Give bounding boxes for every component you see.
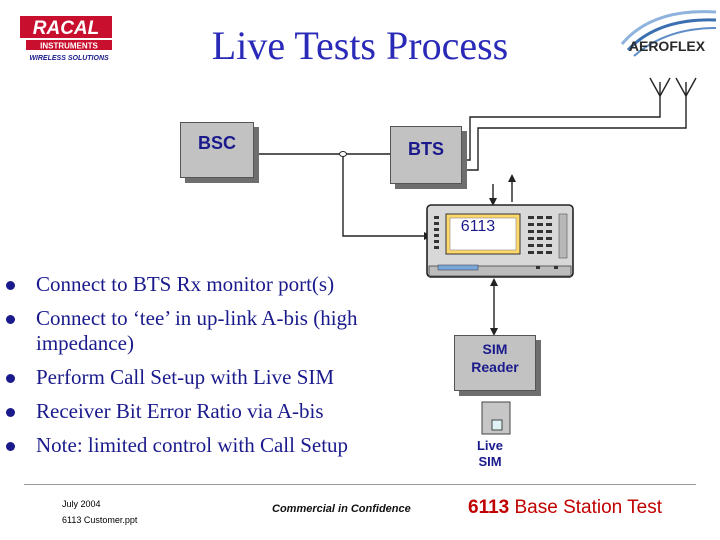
bsc-label: BSC bbox=[197, 133, 236, 153]
bts-antenna-line-2 bbox=[460, 96, 687, 171]
bullet-text: Perform Call Set-up with Live SIM bbox=[36, 365, 335, 389]
bullet-item: Connect to BTS Rx monitor port(s) bbox=[6, 272, 426, 297]
arrowhead-sim-down bbox=[490, 328, 498, 336]
footer-date: July 2004 bbox=[62, 499, 101, 509]
bullet-dot-icon bbox=[6, 374, 15, 383]
live-sim-card-icon bbox=[481, 401, 511, 435]
sim-reader-box: SIM Reader bbox=[454, 335, 536, 391]
bullet-item: Receiver Bit Error Ratio via A-bis bbox=[6, 399, 426, 424]
footer-file: 6113 Customer.ppt bbox=[62, 515, 138, 525]
footer-divider bbox=[24, 484, 696, 485]
antenna-icons bbox=[649, 77, 697, 98]
aeroflex-logo: AEROFLEX bbox=[620, 10, 717, 57]
footer-product-number: 6113 bbox=[468, 497, 510, 518]
arrowhead-sim-up bbox=[490, 278, 498, 286]
footer-confidential: Commercial in Confidence bbox=[272, 503, 411, 515]
tee-marker bbox=[339, 151, 347, 157]
footer-product-name: Base Station Test bbox=[509, 497, 663, 518]
sim-reader-line-2: Reader bbox=[471, 359, 519, 375]
bts-label: BTS bbox=[408, 139, 444, 159]
tee-line bbox=[342, 154, 424, 237]
live-sim-label: Live SIM bbox=[472, 438, 508, 470]
footer-meta: July 2004 6113 Customer.ppt bbox=[62, 496, 137, 528]
test-set-6113 bbox=[426, 204, 574, 278]
footer-product-title: 6113 Base Station Test bbox=[468, 497, 662, 519]
bullet-item: Note: limited control with Call Setup bbox=[6, 433, 426, 458]
arrowhead-bts bbox=[489, 198, 497, 206]
keypad-icon bbox=[434, 216, 552, 254]
bullet-text: Note: limited control with Call Setup bbox=[36, 433, 349, 457]
bullet-item: Perform Call Set-up with Live SIM bbox=[6, 365, 426, 390]
arrowhead-antenna bbox=[508, 174, 516, 182]
racal-logo: RACAL INSTRUMENTS WIRELESS SOLUTIONS bbox=[20, 16, 112, 62]
racal-band-text: INSTRUMENTS bbox=[40, 42, 98, 51]
bullet-text: Receiver Bit Error Ratio via A-bis bbox=[36, 399, 324, 423]
bts-box: BTS bbox=[390, 126, 462, 184]
sim-reader-line-1: SIM bbox=[482, 341, 508, 357]
bullet-text: Connect to BTS Rx monitor port(s) bbox=[36, 272, 335, 296]
bsc-box: BSC bbox=[180, 122, 254, 178]
device-label: 6113 bbox=[460, 218, 496, 235]
bullet-dot-icon bbox=[6, 315, 15, 324]
bullet-text: Connect to ‘tee’ in up-link A-bis (high … bbox=[36, 306, 358, 355]
bullet-item: Connect to ‘tee’ in up-link A-bis (high … bbox=[6, 306, 426, 356]
slide-title: Live Tests Process bbox=[211, 23, 509, 68]
bullet-dot-icon bbox=[6, 442, 15, 451]
bts-antenna-line-1 bbox=[460, 96, 661, 161]
live-sim-line-1: Live bbox=[476, 438, 503, 453]
aeroflex-logo-text: AEROFLEX bbox=[629, 38, 706, 54]
bullet-dot-icon bbox=[6, 408, 15, 417]
racal-sub-text: WIRELESS SOLUTIONS bbox=[29, 55, 109, 62]
bullet-list: Connect to BTS Rx monitor port(s) Connec… bbox=[6, 272, 426, 467]
bullet-dot-icon bbox=[6, 281, 15, 290]
live-sim-line-2: SIM bbox=[478, 454, 502, 469]
racal-logo-text: RACAL bbox=[33, 18, 100, 39]
